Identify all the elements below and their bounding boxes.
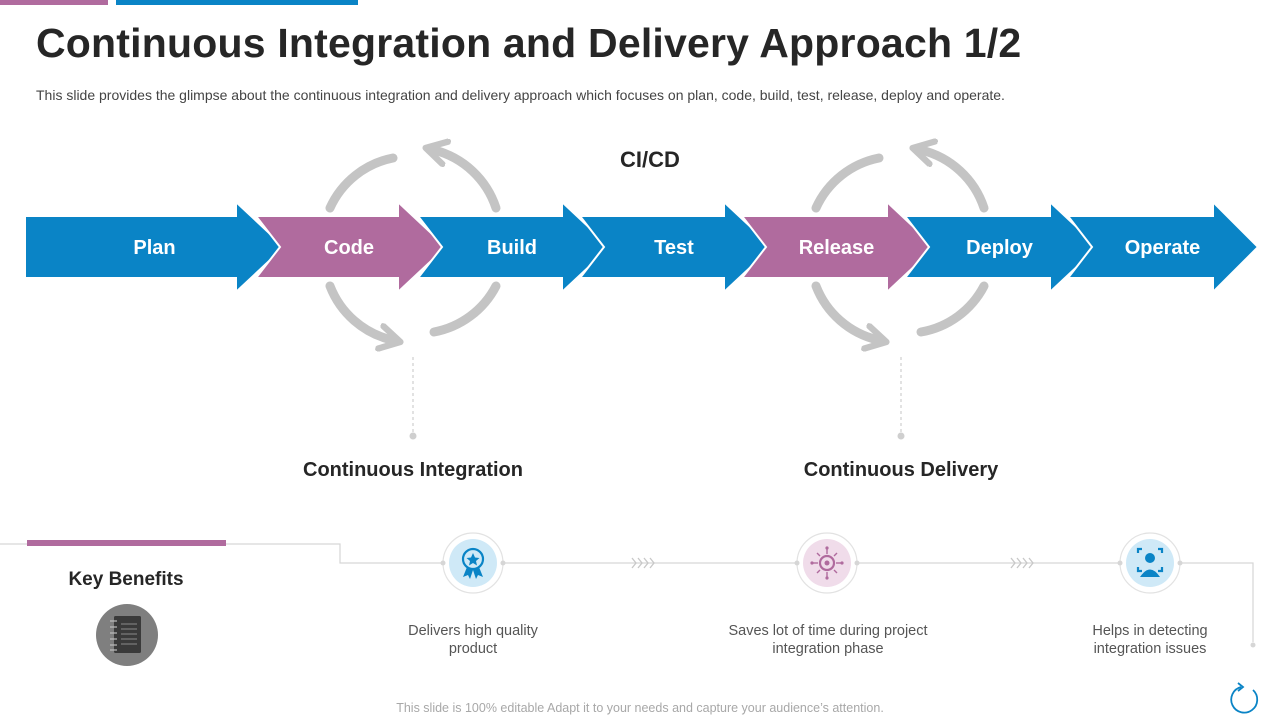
refresh-icon[interactable] (1230, 682, 1259, 714)
key-benefits-title: Key Benefits (68, 569, 184, 590)
continuous-integration-label: Continuous Integration (303, 459, 523, 481)
benefit-text: Helps in detecting integration issues (1092, 623, 1208, 657)
cicd-label: CI/CD (620, 147, 680, 172)
cycle-arc-bottom-right (916, 281, 989, 337)
continuous-delivery-label: Continuous Delivery (803, 459, 999, 481)
step-label-release: Release (799, 237, 875, 259)
ci-connector-dot (409, 432, 417, 440)
step-label-build: Build (487, 237, 537, 259)
step-label-code: Code (324, 237, 374, 259)
cycle-arc-top-left (811, 153, 884, 213)
cycle-arc-bottom-left (811, 281, 878, 340)
top-accent-pink (0, 0, 108, 5)
steps-flow: Plan Code Build Test Release Deploy Operate (24, 199, 1260, 295)
step-arrow-plan (24, 199, 286, 295)
benefits-frame (0, 540, 1256, 648)
footer-note: This slide is 100% editable Adapt it to … (396, 701, 884, 715)
cd-connector-dot (897, 432, 905, 440)
step-label-deploy: Deploy (966, 237, 1034, 259)
step-arrow-deploy (902, 199, 1100, 295)
step-label-test: Test (654, 237, 694, 259)
step-arrow-build (415, 199, 612, 295)
ci-cycle-arrows (325, 150, 501, 340)
step-label-plan: Plan (133, 237, 175, 259)
key-benefits-accent (27, 540, 226, 546)
notebook-icon (96, 604, 158, 666)
page-subtitle: This slide provides the glimpse about th… (36, 87, 1005, 103)
step-label-operate: Operate (1125, 237, 1201, 259)
benefit-text: Delivers high quality product (408, 623, 538, 657)
gear-circuit-icon (794, 532, 860, 594)
user-scan-icon (1117, 532, 1183, 594)
cycle-arc-top-right (434, 150, 501, 213)
step-arrow-test (577, 199, 774, 295)
award-badge-icon (440, 532, 506, 594)
step-arrow-operate (1065, 199, 1260, 295)
cd-cycle-arrows (811, 150, 989, 340)
benefits-chevrons-2 (1010, 557, 1034, 569)
top-accent-blue (116, 0, 358, 5)
benefit-text: Saves lot of time during project integra… (728, 623, 928, 657)
benefits-chevrons-1 (631, 557, 655, 569)
step-arrow-code (253, 199, 448, 295)
cycle-arc-top-left (325, 153, 398, 213)
cycle-arc-top-right (921, 150, 989, 213)
step-arrow-release (739, 199, 937, 295)
page-title: Continuous Integration and Delivery Appr… (36, 20, 1022, 66)
cycle-arc-bottom-left (325, 281, 392, 340)
cycle-arc-bottom-right (429, 281, 501, 337)
